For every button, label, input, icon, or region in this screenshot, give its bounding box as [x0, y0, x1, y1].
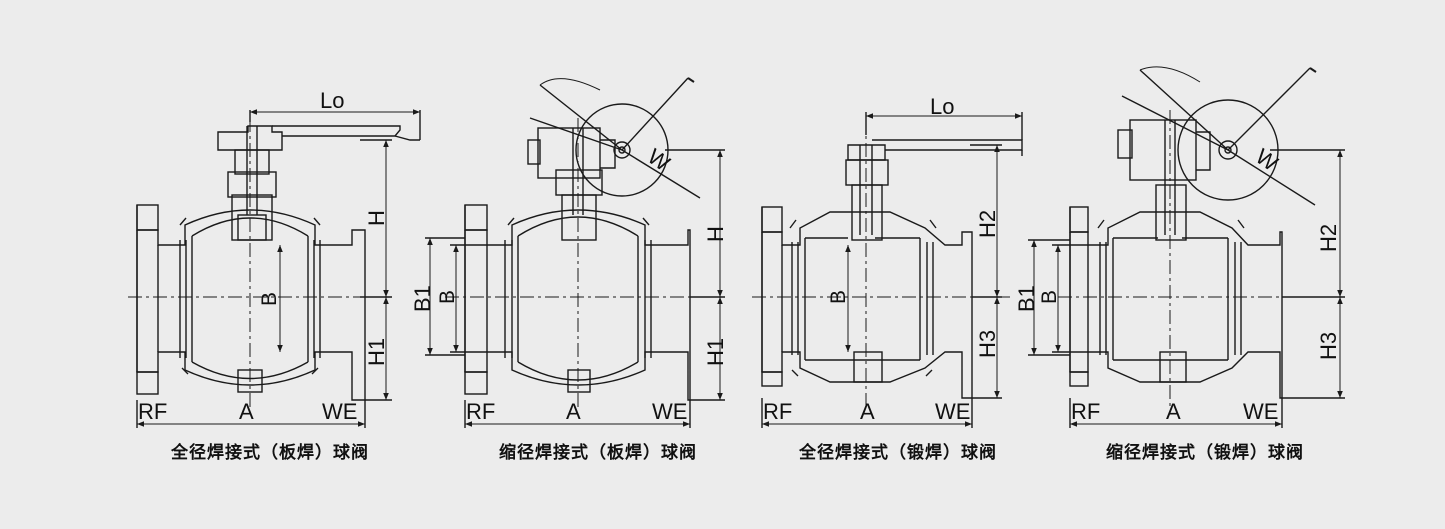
fig4-gearbox — [1129, 119, 1197, 181]
fig3-label-h2: H2 — [975, 210, 1000, 238]
fig3-label-b: B — [827, 290, 850, 304]
fig2-label-w: W — [643, 144, 675, 177]
fig4-label-rf: RF — [1071, 399, 1100, 424]
fig2-label-b: B — [436, 290, 459, 304]
fig1-label-lo: Lo — [320, 88, 344, 113]
fig2-label-h: H — [703, 226, 728, 242]
fig1-label-b: B — [258, 292, 281, 306]
fig4-label-a: A — [1166, 399, 1181, 424]
fig2-label-h1: H1 — [703, 338, 728, 366]
fig1-left-seat — [179, 236, 193, 362]
fig3-lever — [872, 139, 1023, 151]
fig2-label-a: A — [566, 399, 581, 424]
fig4-label-h3: H3 — [1316, 332, 1341, 360]
figure-4-reduced-bore-forged-welded — [1028, 66, 1345, 428]
fig1-caption: 全径焊接式（板焊）球阀 — [171, 443, 369, 463]
fig4-label-we: WE — [1243, 399, 1278, 424]
fig1-right-seat — [307, 236, 321, 362]
fig2-body-outline — [464, 205, 691, 401]
fig1-label-rf: RF — [138, 399, 167, 424]
fig2-label-rf: RF — [466, 399, 495, 424]
fig2-caption: 缩径焊接式（板焊）球阀 — [499, 443, 697, 463]
fig4-stem-neck — [1155, 184, 1187, 241]
fig3-label-rf: RF — [763, 399, 792, 424]
fig3-label-we: WE — [935, 399, 970, 424]
fig1-left-flange — [136, 204, 159, 231]
fig1-lever — [272, 125, 401, 137]
figure-1-labels: Lo H H1 B RF A WE — [138, 88, 389, 424]
fig3-label-h3: H3 — [975, 330, 1000, 358]
fig1-label-a: A — [239, 399, 254, 424]
fig1-label-we: WE — [322, 399, 357, 424]
fig1-label-h: H — [364, 210, 389, 226]
fig3-label-lo: Lo — [930, 94, 954, 119]
fig4-label-b: B — [1038, 290, 1061, 304]
fig3-body-outline — [761, 207, 973, 399]
figure-3-full-bore-forged-welded — [752, 112, 1023, 428]
fig4-caption: 缩径焊接式（锻焊）球阀 — [1106, 443, 1304, 463]
fig4-label-b1: B1 — [1014, 285, 1039, 312]
fig4-label-h2: H2 — [1316, 224, 1341, 252]
fig4-body-outline — [1069, 207, 1283, 399]
fig2-gearbox — [537, 127, 601, 179]
fig2-label-we: WE — [652, 399, 687, 424]
figure-2-reduced-bore-plate-welded — [425, 77, 725, 428]
fig1-body-outline — [136, 205, 366, 401]
fig3-label-a: A — [860, 399, 875, 424]
figure-1-full-bore-plate-welded — [128, 109, 421, 428]
figure-3-labels: Lo H2 H3 B RF A WE — [763, 94, 1000, 424]
fig1-label-h1: H1 — [364, 338, 389, 366]
fig3-caption: 全径焊接式（锻焊）球阀 — [799, 443, 997, 463]
fig2-label-b1: B1 — [410, 285, 435, 312]
